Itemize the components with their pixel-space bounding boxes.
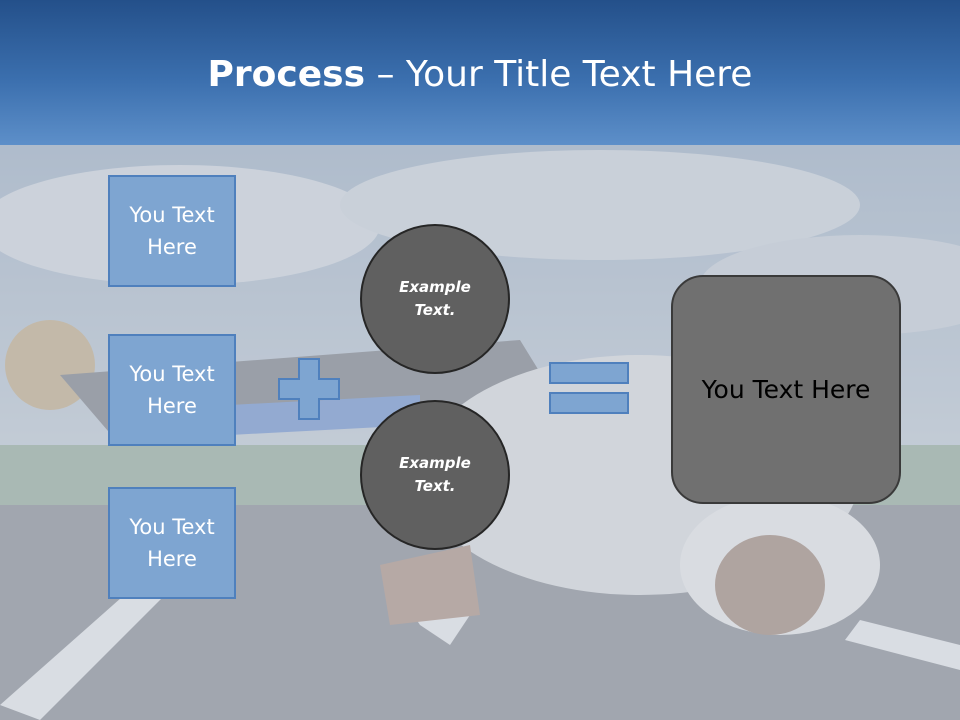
result-box-label: You Text Here: [701, 375, 871, 404]
title-strong: Process: [207, 54, 366, 95]
text-box-1[interactable]: You Text Here: [108, 175, 236, 287]
example-circle-1-label: Example Text.: [399, 278, 471, 319]
text-box-3-label: You Text Here: [129, 515, 215, 571]
example-circle-2[interactable]: Example Text.: [360, 400, 510, 550]
plus-icon: [278, 358, 340, 420]
text-box-2[interactable]: You Text Here: [108, 334, 236, 446]
text-box-3[interactable]: You Text Here: [108, 487, 236, 599]
title-dash: –: [365, 54, 406, 95]
title-rest: Your Title Text Here: [405, 54, 753, 95]
result-box[interactable]: You Text Here: [671, 275, 901, 504]
title-bar: Process – Your Title Text Here: [0, 0, 960, 145]
text-box-1-label: You Text Here: [129, 203, 215, 259]
equals-icon: [549, 362, 629, 414]
example-circle-2-label: Example Text.: [399, 454, 471, 495]
text-box-2-label: You Text Here: [129, 362, 215, 418]
slide-title: Process – Your Title Text Here: [0, 52, 960, 98]
example-circle-1[interactable]: Example Text.: [360, 224, 510, 374]
